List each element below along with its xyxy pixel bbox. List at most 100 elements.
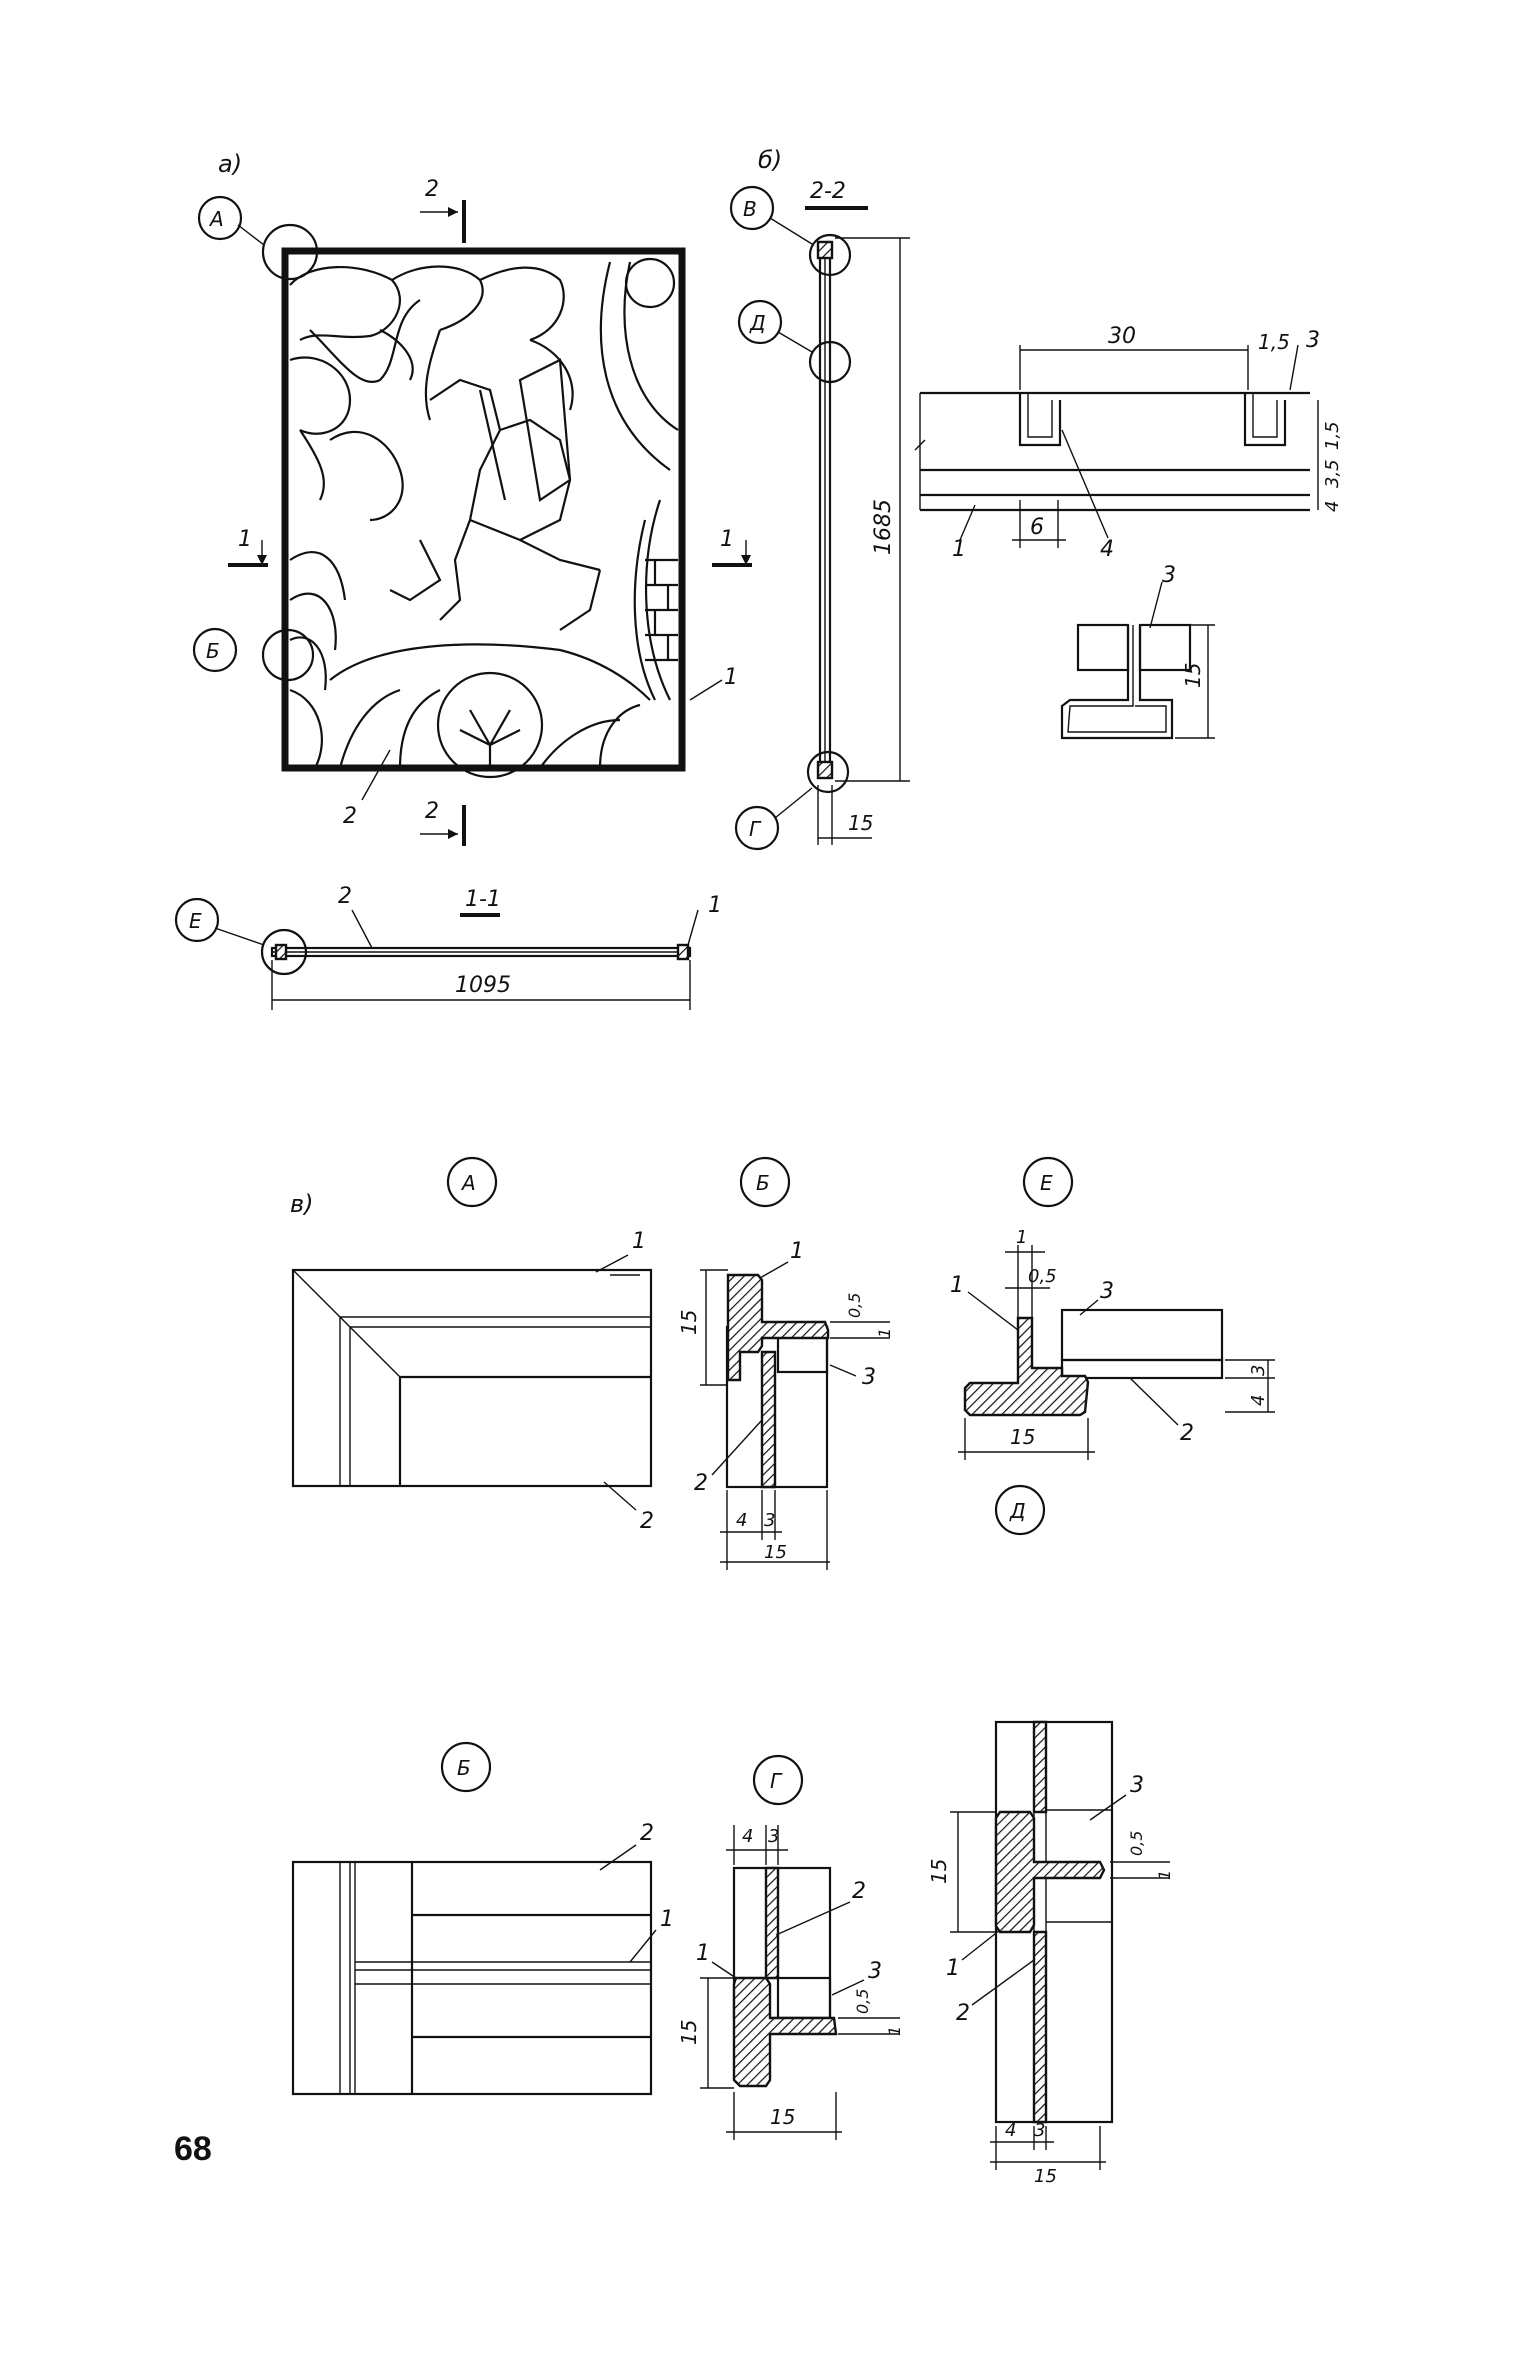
dim-width-1095: 1095 [455,973,511,998]
page-number: 68 [174,2130,212,2168]
dim-1-5-top: 1,5 [1258,330,1290,354]
detail-G-dim-1: 1 [885,2026,904,2036]
callout-G-circle [734,805,780,851]
dim-15-section22: 15 [848,811,873,835]
label-1-frame: 1 [724,665,738,690]
detail-D-dim-15b: 15 [1034,2166,1057,2187]
detail-E-dim-1: 1 [1016,1227,1027,1248]
detail-B-bottom-label: Б [457,1756,471,1780]
detail-B-top-dim-0-5: 0,5 [845,1293,864,1318]
dim-height-1685: 1685 [871,499,896,555]
detail-B-top-label-3: 3 [862,1365,876,1390]
cut-label-2-top: 2 [425,177,439,202]
section-2-2-title: 2-2 [810,179,846,204]
label-1-section11: 1 [708,893,722,918]
dim-4-right: 4 [1322,501,1343,512]
detail-D-dim-0-5: 0,5 [1127,1831,1146,1856]
detail-D-label-3: 3 [1130,1773,1144,1798]
detail-B-bottom-callout [440,1741,492,1793]
label-3-detail: 3 [1306,328,1320,353]
cut-label-1-right: 1 [720,527,734,552]
dim-3-5: 3,5 [1322,459,1343,488]
detail-B-top-dim-4: 4 [736,1510,747,1531]
detail-G-label-1: 1 [696,1941,710,1966]
detail-D-dim-4: 4 [1005,2120,1016,2141]
detail-G-dim-15b: 15 [770,2105,795,2129]
detail-G-dim-0-5: 0,5 [853,1989,872,2014]
panel-label-b: б) [758,146,782,174]
detail-B-bottom: Б 2 1 [291,1741,674,2096]
detail-D-label-1: 1 [946,1956,960,1981]
detail-D-dim-15: 15 [927,1859,951,1884]
detail-D: 15 3 0,5 1 1 2 4 3 15 [927,1720,1174,2187]
detail-G-label: Г [770,1769,783,1793]
panel-label-v: в) [290,1190,314,1218]
detail-G-dim-4: 4 [742,1826,753,1847]
dim-15-profile: 15 [1181,663,1205,688]
callout-V-circle [729,185,775,231]
detail-D-callout [994,1484,1046,1536]
detail-A-label-2: 2 [640,1509,654,1534]
callout-D-label: Д [749,311,766,335]
detail-B-bottom-label-2: 2 [640,1821,654,1846]
detail-B-top-dim-15b: 15 [764,1542,787,1563]
came-profile: 3 15 [1060,563,1215,740]
cut-label-2-bottom: 2 [425,799,439,824]
callout-A-circle [197,195,243,241]
detail-G-dim-15: 15 [677,2020,701,2045]
detail-G-label-3: 3 [868,1959,882,1984]
detail-E-callout [1022,1156,1074,1208]
dim-30: 30 [1108,324,1136,349]
callout-B-target [261,628,315,682]
detail-D-label: Д [1009,1499,1026,1523]
detail-E-dim-0-5: 0,5 [1028,1266,1057,1287]
callout-D-target [808,340,852,384]
callout-A-label: А [208,207,224,231]
callout-A-target [261,223,319,281]
detail-A-label-1: 1 [632,1229,646,1254]
detail-G-label-2: 2 [852,1879,866,1904]
dim-6: 6 [1030,515,1044,540]
callout-V-target [808,233,852,277]
flower-circle [436,671,544,779]
detail-E-label-1: 1 [950,1273,964,1298]
detail-G: Г 4 3 2 3 1 15 0,5 1 15 [677,1754,904,2140]
detail-D-dim-3: 3 [1034,2120,1045,2141]
cut-label-1-left: 1 [238,527,252,552]
callout-E-circle [174,897,220,943]
label-2-section11: 2 [338,884,352,909]
detail-G-callout [752,1754,804,1806]
callout-D-circle [737,299,783,345]
detail-B-bottom-label-1: 1 [660,1907,674,1932]
detail-G-dim-3: 3 [768,1826,779,1847]
detail-E-label-3: 3 [1100,1279,1114,1304]
label-3-profile: 3 [1162,563,1176,588]
detail-B-top-label: Б [756,1171,770,1195]
callout-E-label: Е [189,909,202,933]
came-strip-detail: 30 1,5 3 1,5 3,5 4 6 1 4 [914,324,1343,562]
detail-B-top-dim-15: 15 [677,1310,701,1335]
dim-1-5-right: 1,5 [1322,421,1343,450]
outer-frame [281,247,686,772]
detail-E-label-2: 2 [1180,1421,1194,1446]
section-2-2: б) 2-2 В Д Г 1685 15 [729,146,910,851]
detail-D-label-2: 2 [956,2001,970,2026]
callout-G-label: Г [749,817,762,841]
detail-B-top-dim-3: 3 [764,1510,775,1531]
sun-circle [624,257,676,309]
label-4-detail: 4 [1100,537,1114,562]
detail-B-top-label-1: 1 [790,1239,804,1264]
label-1-detail: 1 [952,537,966,562]
detail-A-label: А [460,1171,476,1195]
detail-E-dim-3: 3 [1248,1365,1269,1376]
stained-glass-elevation: а) [192,150,752,846]
detail-B-top: Б 15 1 3 2 0,5 1 4 3 15 [677,1156,894,1570]
came-pattern [289,257,679,779]
detail-B-top-callout [739,1156,791,1208]
detail-B-top-dim-1: 1 [875,1328,894,1338]
detail-A-callout [446,1156,498,1208]
section-1-1: 1-1 Е 2 1 1095 [174,884,722,1010]
detail-D-dim-1: 1 [1155,1870,1174,1880]
callout-V-label: В [743,197,757,221]
